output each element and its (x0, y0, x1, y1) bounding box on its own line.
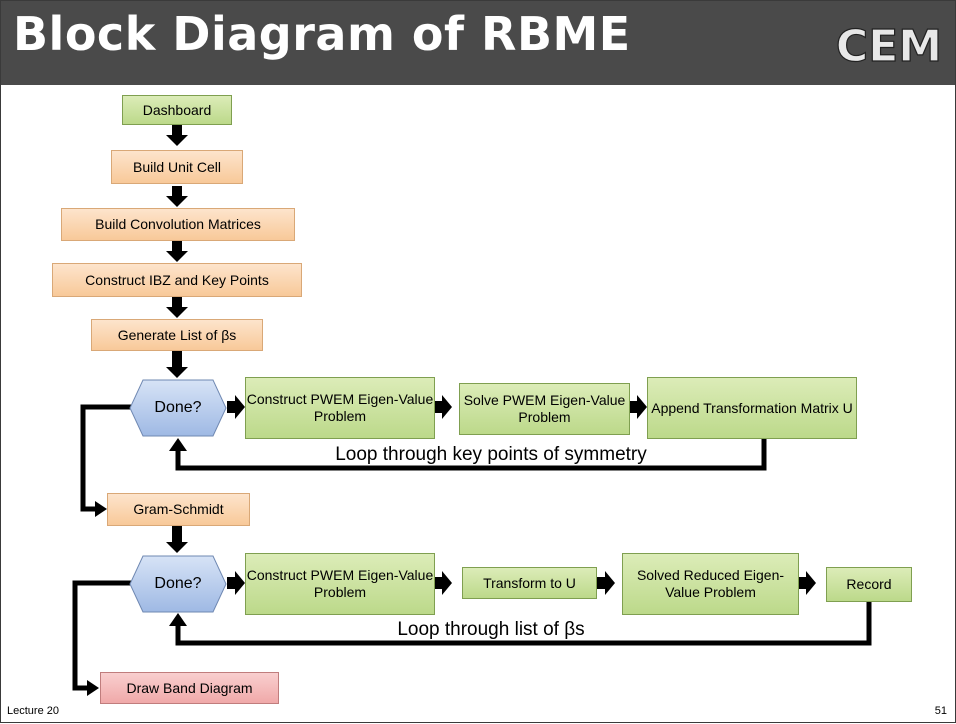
transform-u-box: Transform to U (462, 567, 597, 599)
transform-u-label: Transform to U (483, 574, 576, 591)
solve-pwem-box: Solve PWEM Eigen-Value Problem (459, 383, 630, 435)
record-box: Record (826, 567, 912, 602)
done-label-1: Done? (154, 399, 202, 416)
dashboard-box: Dashboard (122, 95, 232, 125)
solved-reduced-label: Solved Reduced Eigen-Value Problem (636, 567, 785, 600)
svg-text:CEM: CEM (836, 21, 942, 72)
append-matrix-box: Append Transformation Matrix U (647, 377, 857, 439)
header-bar: Block Diagram of RBME CEM (1, 1, 955, 85)
generate-list-label: Generate List of βs (117, 326, 237, 343)
generate-list-box: Generate List of βs (91, 319, 263, 351)
footer-page-number: 51 (934, 705, 947, 717)
draw-band-box: Draw Band Diagram (100, 672, 279, 704)
loop-label-1: Loop through key points of symmetry (335, 444, 647, 465)
dashboard-label: Dashboard (142, 101, 212, 118)
down-arrow (166, 125, 816, 595)
record-label: Record (846, 576, 892, 592)
footer-lecture: Lecture 20 (7, 705, 59, 717)
done-decision-2 (129, 555, 227, 613)
solve-pwem-label: Solve PWEM Eigen-Value Problem (463, 392, 626, 425)
cem-logo: CEM (835, 20, 942, 72)
build-unit-cell-label: Build Unit Cell (133, 158, 221, 175)
construct-ibz-box: Construct IBZ and Key Points (52, 263, 302, 297)
append-matrix-label: Append Transformation Matrix U (651, 399, 853, 416)
solved-reduced-box: Solved Reduced Eigen-Value Problem (622, 553, 799, 615)
construct-pwem-label-2: Construct PWEM Eigen-Value Problem (246, 567, 434, 600)
gram-schmidt-label: Gram-Schmidt (133, 501, 224, 517)
construct-ibz-label: Construct IBZ and Key Points (85, 271, 269, 288)
done-decision-1 (129, 379, 227, 437)
construct-pwem-label-1: Construct PWEM Eigen-Value Problem (246, 391, 434, 424)
build-unit-cell-box: Build Unit Cell (111, 150, 243, 184)
build-convolution-box: Build Convolution Matrices (61, 208, 295, 241)
build-convolution-label: Build Convolution Matrices (95, 216, 261, 232)
construct-pwem-box-2: Construct PWEM Eigen-Value Problem (245, 553, 435, 615)
draw-band-label: Draw Band Diagram (126, 679, 253, 696)
loop-label-2: Loop through list of βs (397, 619, 585, 640)
construct-pwem-box-1: Construct PWEM Eigen-Value Problem (245, 377, 435, 439)
page-title: Block Diagram of RBME (13, 7, 631, 61)
done-label-2: Done? (154, 575, 202, 592)
gram-schmidt-box: Gram-Schmidt (107, 493, 250, 526)
